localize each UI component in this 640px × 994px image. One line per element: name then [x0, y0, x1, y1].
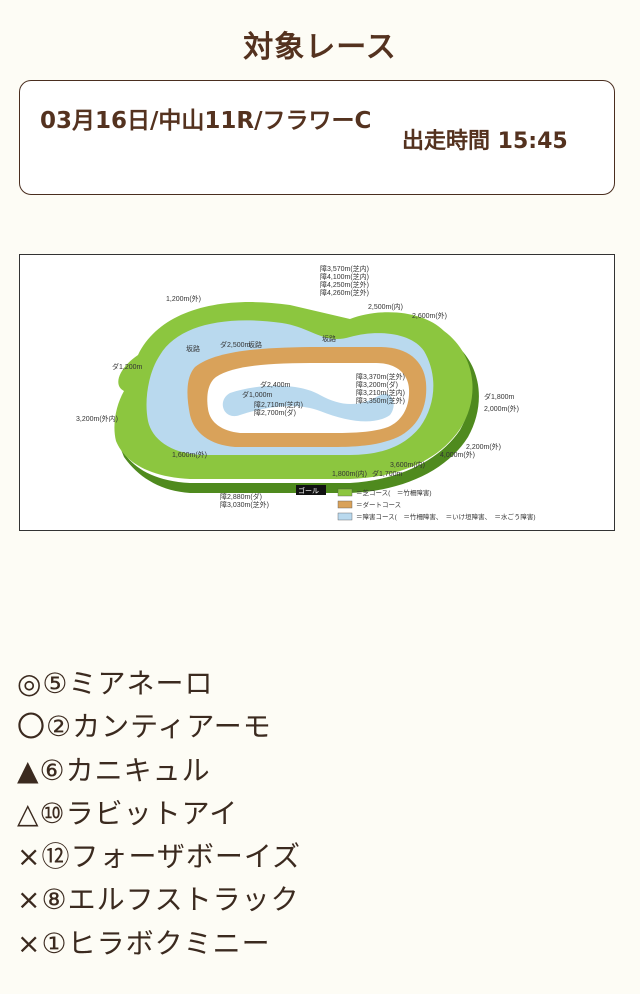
label-obst2: 障4,100m(芝内) [320, 272, 369, 281]
label-goal: ゴール [298, 486, 319, 495]
label-obst2710: 障2,710m(芝内) [254, 400, 303, 409]
label-obst3: 障4,250m(芝外) [320, 280, 369, 289]
pick-honmei: ◎⑤ミアネーロ [17, 667, 214, 700]
race-name: 03月16日/中山11R/フラワーC [40, 108, 372, 134]
page-title: 対象レース [243, 30, 397, 65]
label-obst1: 障3,570m(芝内) [320, 264, 369, 273]
label-dirt2400: ダ2,400m [260, 380, 291, 389]
label-obst4: 障4,260m(芝外) [320, 288, 369, 297]
label-obst3370: 障3,370m(芝外) [356, 372, 405, 381]
post-time: 出走時間 15:45 [402, 129, 568, 154]
legend-turf-swatch [337, 488, 353, 497]
label-d2000out: 2,000m(外) [484, 404, 519, 413]
label-obst3350: 障3,350m(芝外) [356, 396, 405, 405]
pick-batsu-3: ×①ヒラボクミニー [17, 926, 271, 960]
label-d3200: 3,200m(外内) [76, 414, 118, 423]
label-slope3: 坂路 [322, 334, 336, 343]
pick-batsu-2: ×⑧エルフストラック [17, 883, 300, 917]
race-info-card: 03月16日/中山11R/フラワーC 出走時間 15:45 [19, 80, 615, 195]
pick-renshita: △⑩ラビットアイ [17, 796, 239, 830]
label-dirt2500: ダ2,500m [220, 340, 251, 349]
prediction-list: ◎⑤ミアネーロ 〇②カンティアーモ ▲⑥カニキュル △⑩ラビットアイ ×⑫フォー… [17, 662, 301, 965]
goal-marker [296, 485, 326, 495]
label-d2600out: 2,600m(外) [412, 311, 447, 320]
label-slope1: 坂路 [186, 344, 200, 353]
label-d2500in: 2,500m(内) [368, 302, 403, 311]
label-d2200out: 2,200m(外) [466, 442, 501, 451]
label-obst2700: 障2,700m(ダ) [254, 408, 296, 417]
label-d1600out: 1,600m(外) [172, 450, 207, 459]
pick-taikou: 〇②カンティアーモ [17, 710, 272, 744]
pick-tanana: ▲⑥カニキュル [17, 753, 211, 787]
legend-dirt-swatch [337, 500, 353, 509]
label-obst2880: 障2,880m(ダ) [220, 492, 262, 501]
label-obst3210: 障3,210m(芝内) [356, 388, 405, 397]
course-map-diagram: ゴール 障3,570m(芝内) 障4,100m(芝内) 障4,250m(芝外) … [76, 264, 536, 521]
label-dirt1800: ダ1,800m [484, 392, 515, 401]
label-slope2: 坂路 [248, 340, 262, 349]
legend-obstacle-swatch [337, 512, 353, 521]
label-obst3200: 障3,200m(ダ) [356, 380, 398, 389]
label-d1200out: 1,200m(外) [166, 294, 201, 303]
label-obst3030: 障3,030m(芝外) [220, 500, 269, 509]
label-d1800in: 1,800m(内) [332, 469, 367, 478]
legend-obstacle: ＝障害コース( ＝竹柵障害、 ＝いけ垣障害、 ＝水ごう障害) [356, 512, 536, 521]
course-map: ゴール 障3,570m(芝内) 障4,100m(芝内) 障4,250m(芝外) … [19, 254, 615, 531]
legend-turf: ＝芝コース( ＝竹柵障害) [356, 488, 432, 497]
pick-batsu-1: ×⑫フォーザボーイズ [17, 840, 302, 874]
label-d3600in: 3,600m(内) [390, 460, 425, 469]
label-d1000: ダ1,000m [242, 390, 273, 399]
infield-obstacle [222, 385, 394, 422]
label-d4000out: 4,000m(外) [440, 450, 475, 459]
label-dirt1700: ダ1,700m [372, 469, 403, 478]
label-dirt1200: ダ1,200m [112, 362, 143, 371]
legend-dirt: ＝ダートコース [356, 500, 401, 509]
